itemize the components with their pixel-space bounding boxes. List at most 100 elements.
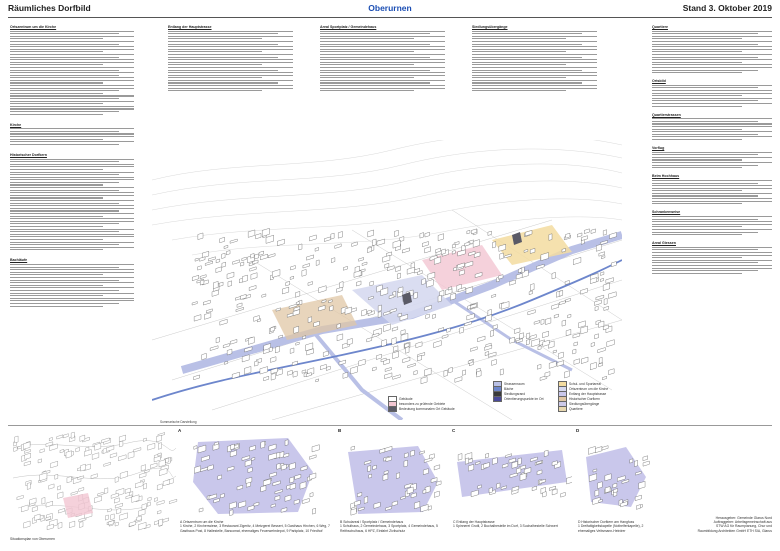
building [448,367,453,374]
building [400,495,406,500]
building [289,482,296,490]
building [357,492,363,498]
building [581,356,589,364]
building [336,323,341,329]
building [272,480,281,487]
building [533,320,540,325]
panel-caption: C Entlang der Hauptstrasse 1 Spinnerei G… [453,520,558,529]
doc-title: Oberurnen [368,3,412,13]
building [101,437,110,443]
building [223,245,229,249]
building [572,332,581,339]
building [103,462,111,467]
building [462,369,466,376]
building [354,499,361,507]
building [530,456,538,462]
building [384,372,393,379]
building [138,522,147,531]
body-text [652,30,772,74]
building [573,358,580,365]
building [158,518,163,527]
header-rule [8,17,772,18]
building [415,341,423,348]
building [484,351,489,356]
building [450,292,456,301]
building [613,488,618,494]
building [106,445,115,452]
building [366,309,372,315]
building [252,259,259,265]
panel-a: A [178,428,328,528]
building [536,263,545,270]
building [492,324,498,330]
building [565,298,571,303]
building [437,294,442,303]
building [519,332,524,340]
building [79,521,84,528]
building [580,325,588,335]
building [215,266,222,273]
building [110,452,117,459]
building [275,345,280,354]
building [157,452,162,457]
axonometric-village-map [152,140,622,420]
building [201,455,210,462]
building [433,464,440,471]
body-text [652,151,772,169]
building [336,287,343,293]
section-heading: Areal Sportplatz / Gemeindehaus [320,25,377,29]
building [232,259,240,265]
building [147,501,151,507]
building [448,286,452,291]
building [367,229,374,238]
building [270,373,276,381]
building [314,247,319,252]
building [135,481,144,489]
building [80,463,86,472]
building [385,456,392,462]
section-heading: Ortszentrum um die Kirche [10,25,57,29]
page-header: Räumliches Dorfbild Oberurnen Stand 3. O… [8,3,772,17]
building [289,347,295,354]
building [193,374,200,380]
building [110,492,119,499]
building [617,475,626,482]
building [24,449,31,454]
building [45,500,53,508]
building [158,459,166,468]
building [379,448,386,454]
building [454,376,463,383]
building [326,365,331,371]
building [165,457,170,463]
building [475,461,481,466]
building [524,467,532,475]
building [380,287,389,296]
body-text [10,128,134,145]
building [268,443,277,451]
building [383,323,391,332]
building [329,305,334,312]
building [372,238,377,246]
building [263,376,269,382]
building [548,340,555,349]
building [516,273,523,280]
building [169,498,178,504]
building [487,230,492,236]
building [258,250,264,256]
building [247,467,253,473]
building [57,485,61,491]
building [389,308,397,313]
text-column-5: Quartiere Ortsbild Quartierstrassen Vorf… [652,22,772,422]
building [108,520,114,526]
section-heading: Entlang der Hauptstrasse [168,25,212,29]
building [265,234,274,244]
building [221,261,226,268]
building [548,360,557,369]
building [191,301,198,306]
building [41,497,46,505]
building [309,472,317,480]
building [393,345,399,352]
situation-plan [12,431,178,531]
building [414,268,420,274]
building [82,437,90,443]
